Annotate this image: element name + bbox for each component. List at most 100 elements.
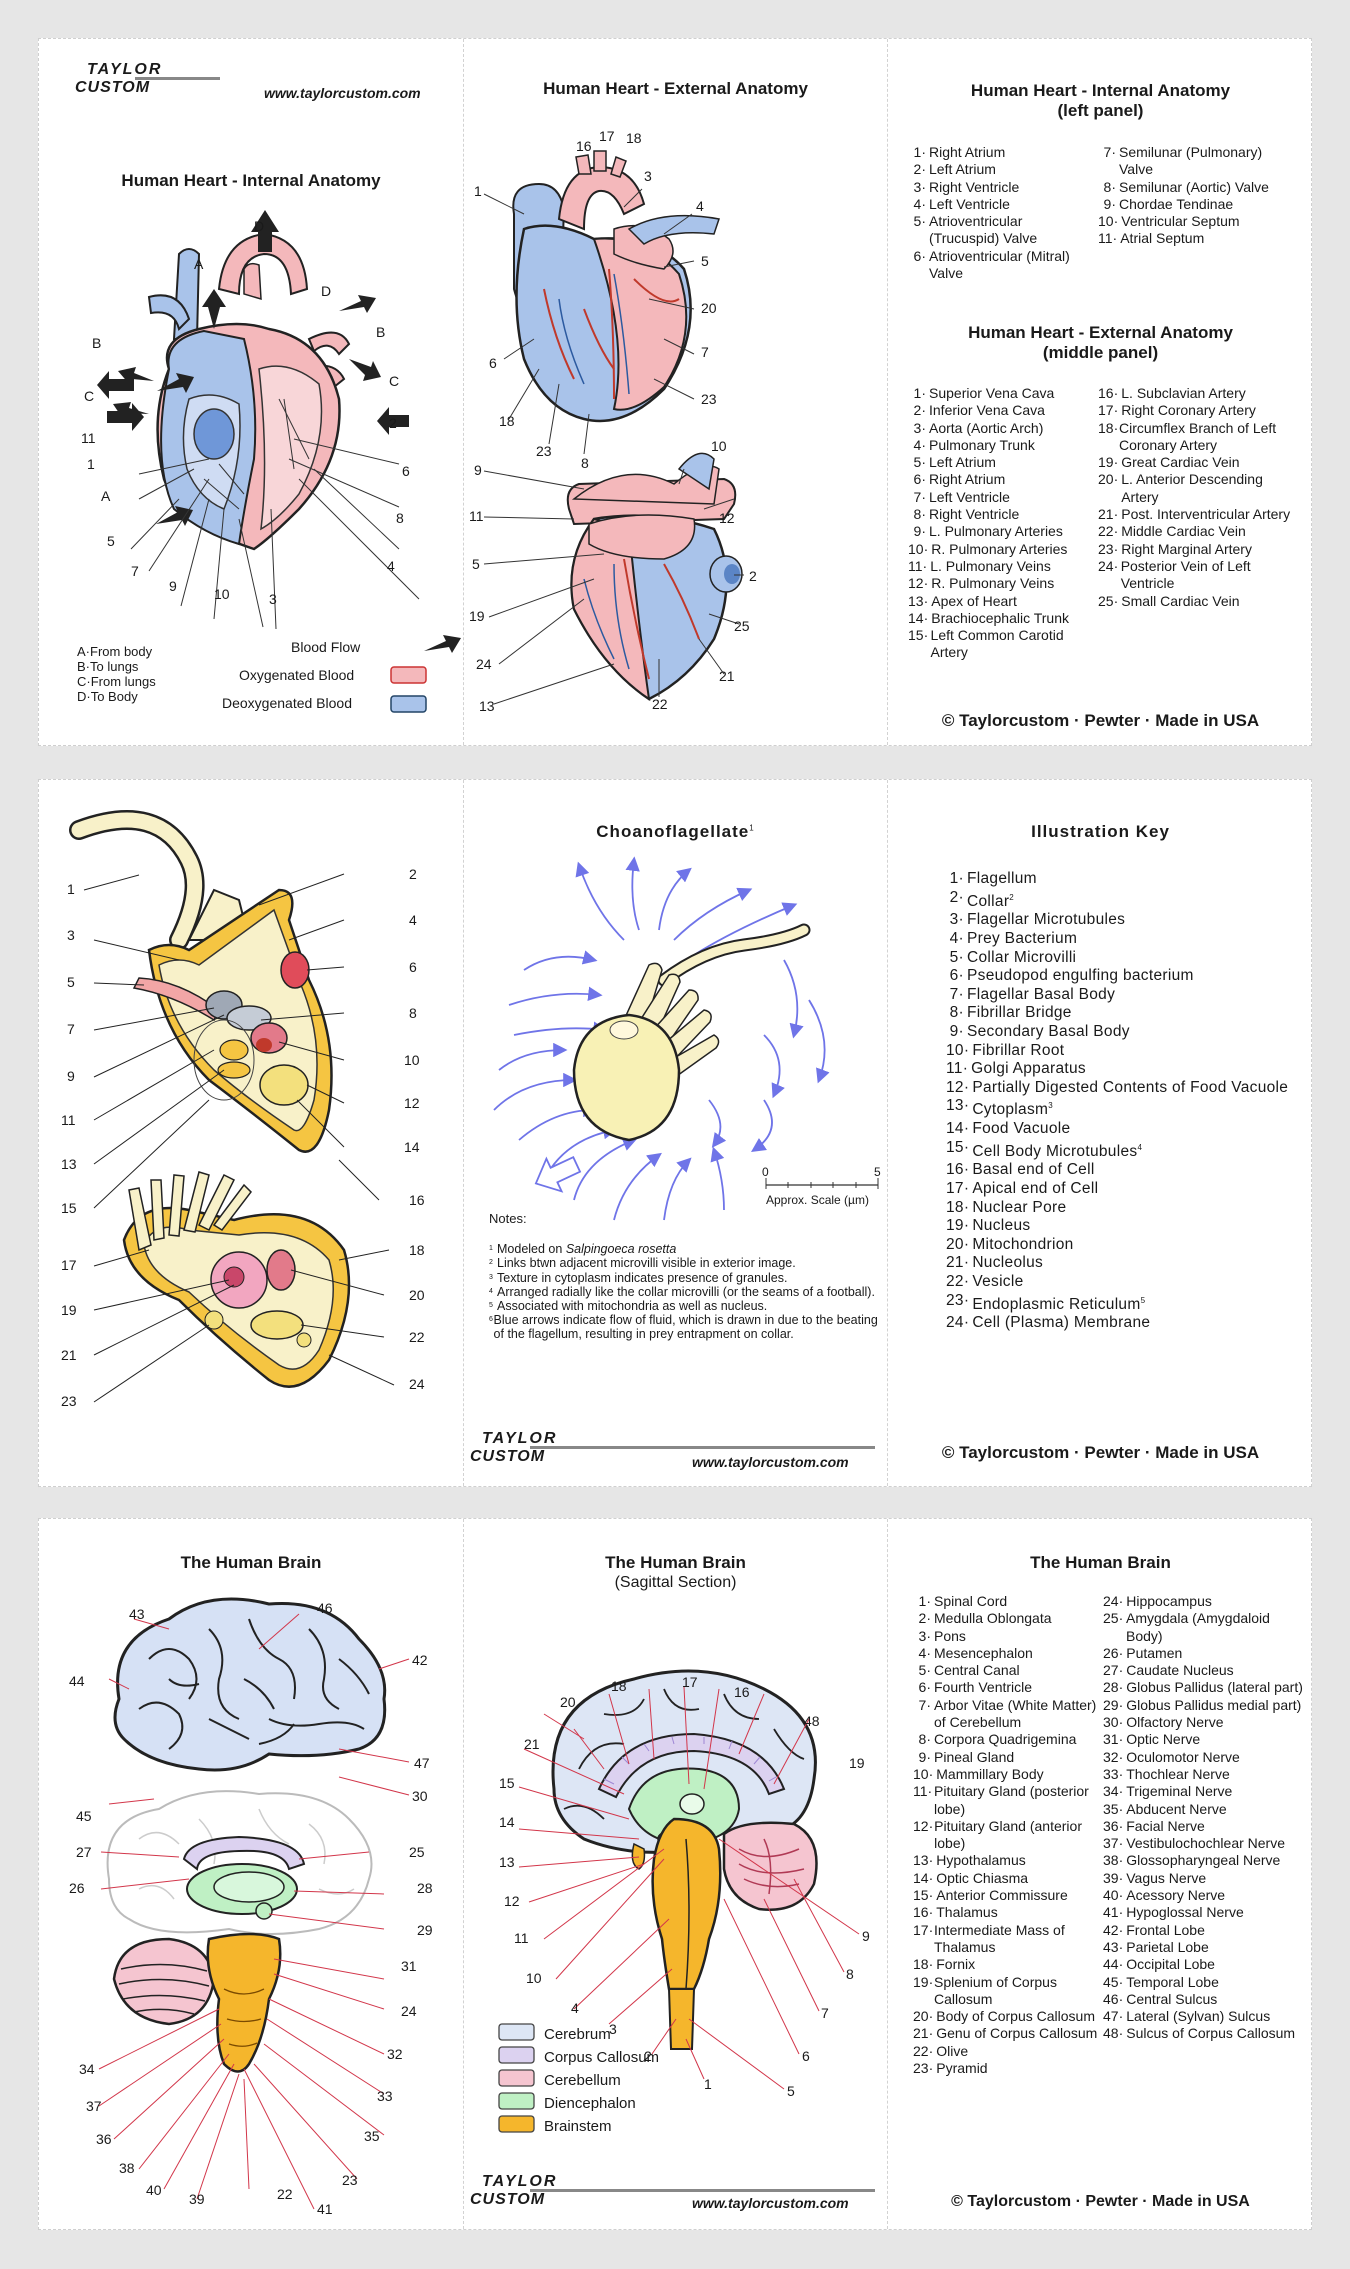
brain-callout-40: 40 [146, 2182, 162, 2198]
key-label: Sulcus of Corpus Callosum [1126, 2025, 1296, 2042]
key-item: 22Olive [913, 2043, 1098, 2060]
choano-callout-10: 10 [404, 1052, 420, 1068]
key-number: 24 [946, 1314, 972, 1333]
brain-callout-23: 23 [342, 2172, 358, 2188]
brain-region-legend: Cerebrum Corpus Callosum Cerebellum Dien… [544, 2023, 659, 2138]
brand-website[interactable]: www.taylorcustom.com [264, 85, 421, 101]
key-label: Prey Bacterium [967, 929, 1078, 947]
key-number: 23 [1098, 541, 1121, 558]
key-label: Mitochondrion [972, 1235, 1074, 1253]
key-number: 31 [1103, 1731, 1126, 1748]
choano-callout-8: 8 [409, 1005, 417, 1021]
key-label: Atrioventricular (Mitral) Valve [929, 247, 1070, 282]
ext-callout-11: 11 [469, 508, 484, 524]
heart-key-mid-subtitle: (middle panel) [1042, 343, 1159, 362]
key-number: 2 [913, 1610, 934, 1627]
key-number: 8 [913, 1731, 934, 1748]
key-item: 24Cell (Plasma) Membrane [946, 1314, 1306, 1333]
key-label: Apical end of Cell [972, 1179, 1099, 1197]
brain-callout-42: 42 [412, 1652, 428, 1668]
ext-callout-16: 18 [626, 130, 642, 146]
choano-callout-11: 11 [61, 1112, 76, 1128]
key-label: Circumflex Branch of Left Coronary Arter… [1119, 419, 1277, 453]
key-number: 1 [908, 144, 929, 161]
key-item: 44Occipital Lobe [1103, 1956, 1308, 1973]
choano-callout-2: 2 [409, 866, 417, 882]
key-item: 8Fibrillar Bridge [946, 1004, 1306, 1023]
key-label: Vagus Nerve [1126, 1869, 1207, 1886]
key-item: 20Mitochondrion [946, 1236, 1306, 1255]
key-label: Post. Interventricular Artery [1121, 506, 1291, 523]
ext-callout-8: 8 [581, 455, 589, 471]
key-number: 14 [908, 610, 931, 627]
key-item: 1Spinal Cord [913, 1593, 1098, 1610]
key-number: 12 [913, 1818, 934, 1853]
key-item: 34Trigeminal Nerve [1103, 1783, 1308, 1800]
key-item: 10Fibrillar Root [946, 1042, 1306, 1061]
key-number: 4 [908, 196, 929, 213]
choano-copyright: © Taylorcustom · Pewter · Made in USA [941, 1443, 1260, 1462]
key-item: 19Splenium of Corpus Callosum [913, 1974, 1098, 2009]
key-number: 17 [913, 1922, 934, 1957]
key-number: 5 [908, 213, 929, 248]
key-item: 5Left Atrium [908, 454, 1098, 471]
ext-callout-7: 7 [701, 344, 709, 360]
choano-title: Choanoflagellate1 [464, 822, 887, 842]
brain-copyright: © Taylorcustom · Pewter · Made in USA [951, 2193, 1250, 2210]
heart-internal-panel: TAYLOR CUSTOM www.taylorcustom.com Human… [39, 39, 463, 745]
scale-max: 5 [874, 1165, 881, 1179]
sag-callout-15: 15 [499, 1775, 515, 1791]
choano-callout-12: 12 [404, 1095, 420, 1111]
direction-legend: A·From body B·To lungs C·From lungs D·To… [77, 644, 156, 704]
key-label: Food Vacuole [972, 1120, 1071, 1138]
key-number: 10 [908, 541, 931, 558]
scale-label: Approx. Scale (µm) [766, 1193, 869, 1207]
brain-mid-subtitle: (Sagittal Section) [614, 1574, 737, 1591]
brain-callout-27: 27 [76, 1844, 92, 1860]
brain-mid-title: The Human Brain [605, 1553, 746, 1572]
ext-callout-1: 1 [474, 183, 482, 199]
key-item: 12Partially Digested Contents of Food Va… [946, 1079, 1306, 1098]
arrow-label-d: D [254, 218, 265, 234]
brain-lateral-illustration [98, 1597, 410, 2210]
key-number: 24 [1098, 558, 1121, 593]
key-item: 39Vagus Nerve [1103, 1870, 1308, 1887]
key-number: 21 [946, 1254, 972, 1273]
brand-website-3[interactable]: www.taylorcustom.com [692, 2195, 849, 2211]
key-label: Occipital Lobe [1126, 1956, 1215, 1973]
key-number: 38 [1103, 1852, 1126, 1869]
key-item: 18Nuclear Pore [946, 1199, 1306, 1218]
key-label: Left Ventricle [929, 488, 1010, 505]
key-label: Caudate Nucleus [1126, 1662, 1234, 1679]
key-item: 11Atrial Septum [1098, 230, 1298, 247]
key-item: 38Glossopharyngeal Nerve [1103, 1852, 1308, 1869]
key-label: Golgi Apparatus [971, 1060, 1086, 1078]
key-label: Endoplasmic Reticulum5 [972, 1295, 1146, 1313]
key-number: 20 [946, 1236, 972, 1255]
key-label: Optic Chiasma [936, 1869, 1029, 1886]
key-label: Hypoglossal Nerve [1126, 1904, 1244, 1921]
choano-callout-24: 24 [409, 1376, 425, 1392]
choano-key-list: 1Flagellum2Collar23Flagellar Microtubule… [946, 870, 1306, 1333]
ext-callout-3: 3 [644, 168, 652, 184]
brain-callout-37: 37 [86, 2098, 102, 2114]
brain-callout-34: 34 [79, 2061, 95, 2077]
brand-website-2[interactable]: www.taylorcustom.com [692, 1454, 849, 1470]
key-footnote-ref: 3 [1048, 1101, 1053, 1111]
key-number: 26 [1103, 1645, 1126, 1662]
key-item: 23Endoplasmic Reticulum5 [946, 1292, 1306, 1315]
heart-internal-illustration [97, 210, 461, 713]
choano-callout-13: 13 [61, 1156, 77, 1172]
key-item: 23Right Marginal Artery [1098, 541, 1303, 558]
key-label: Inferior Vena Cava [929, 402, 1045, 419]
key-item: 22Middle Cardiac Vein [1098, 523, 1303, 540]
key-item: 17Right Coronary Artery [1098, 402, 1303, 419]
key-item: 6Right Atrium [908, 471, 1098, 488]
arrow-label-a: A [194, 256, 204, 272]
key-item: 33Thochlear Nerve [1103, 1766, 1308, 1783]
key-number: 46 [1103, 1991, 1126, 2008]
sag-callout-12: 12 [504, 1893, 520, 1909]
key-label: Semilunar (Aortic) Valve [1119, 178, 1269, 195]
key-label: Spinal Cord [934, 1593, 1008, 1609]
